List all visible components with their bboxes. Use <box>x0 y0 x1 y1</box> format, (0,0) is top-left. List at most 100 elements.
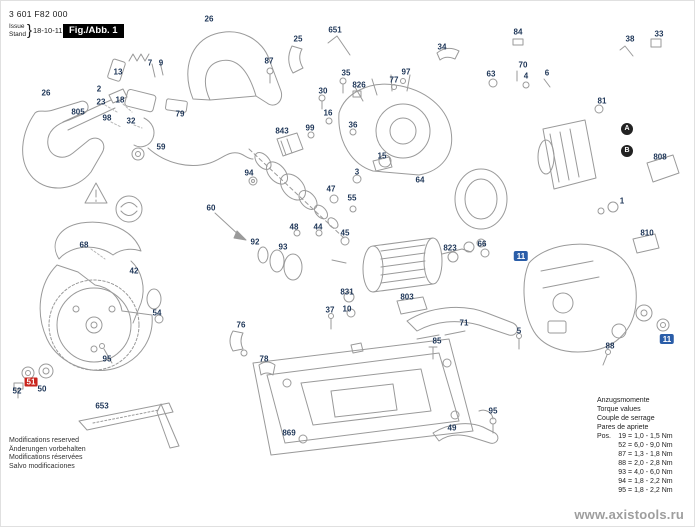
torque-pos: 88 <box>618 460 626 467</box>
torque-pos: 52 <box>618 442 626 449</box>
part-number-label: 42 <box>129 266 139 276</box>
torque-value: 1,3 - 1,8 Nm <box>634 451 673 458</box>
part-number-label: 66 <box>477 239 487 249</box>
part-number-label: 84 <box>513 27 523 37</box>
revision-date: 18-10-11 <box>33 26 63 35</box>
part-number-label: 808 <box>653 152 667 162</box>
torque-separator: = <box>628 478 633 485</box>
part-number-label: 869 <box>282 428 296 438</box>
torque-title-line: Couple de serrage <box>597 415 655 422</box>
part-number-label: 93 <box>278 242 288 252</box>
torque-pos: 93 <box>618 469 626 476</box>
part-number-label: 48 <box>289 222 299 232</box>
part-number-label: 18 <box>115 95 125 105</box>
part-number-label: 1 <box>619 196 625 206</box>
torque-pos-prefix <box>597 468 614 477</box>
torque-value: 2,0 - 2,8 Nm <box>634 460 673 467</box>
watermark: www.axistools.ru <box>574 507 684 522</box>
part-number-label: 35 <box>341 68 351 78</box>
part-number-label: 843 <box>275 126 289 136</box>
part-number-label: 831 <box>340 287 354 297</box>
part-number-label: 45 <box>340 228 350 238</box>
torque-entry: 52=6,0 - 9,0 Nm <box>597 441 673 450</box>
part-number-label: 99 <box>305 123 315 133</box>
part-number-label: 10 <box>342 304 352 314</box>
part-number-highlight: 11 <box>659 334 675 344</box>
part-number-label: 32 <box>126 116 136 126</box>
torque-separator: = <box>628 460 633 467</box>
part-number-label: 64 <box>415 175 425 185</box>
part-number-label: 95 <box>488 406 498 416</box>
note-line: Salvo modificaciones <box>9 462 75 470</box>
part-number-label: 76 <box>236 320 246 330</box>
torque-pos-prefix: Pos. <box>597 433 612 440</box>
torque-separator: = <box>628 433 633 440</box>
torque-pos-prefix <box>597 459 614 468</box>
part-number-label: 810 <box>640 228 654 238</box>
part-number-label: 49 <box>447 423 457 433</box>
part-number-highlight: 51 <box>24 377 38 387</box>
torque-entry: 87=1,3 - 1,8 Nm <box>597 450 673 459</box>
torque-separator: = <box>628 442 633 449</box>
part-number-label: 55 <box>347 193 357 203</box>
part-number-label: 33 <box>654 29 664 39</box>
figure-badge: Fig./Abb. 1 <box>63 24 124 38</box>
torque-value: 1,8 - 2,2 Nm <box>634 487 673 494</box>
part-number-label: 38 <box>625 34 635 44</box>
torque-pos: 94 <box>618 478 626 485</box>
torque-value: 6,0 - 9,0 Nm <box>634 442 673 449</box>
part-number-label: 50 <box>37 384 47 394</box>
torque-title-line: Torque values <box>597 406 641 413</box>
revision-block: Issue Stand } 18-10-11 <box>9 22 62 39</box>
part-number-label: 85 <box>432 336 442 346</box>
torque-separator: = <box>628 487 633 494</box>
part-number-label: 23 <box>96 97 106 107</box>
part-number-label: 70 <box>518 60 528 70</box>
part-number-label: 36 <box>348 120 358 130</box>
part-number-label: 52 <box>12 386 22 396</box>
part-number-label: 94 <box>244 168 254 178</box>
torque-entry: 93=4,0 - 6,0 Nm <box>597 468 672 477</box>
part-number-label: 823 <box>443 243 457 253</box>
part-number-label: 805 <box>71 107 85 117</box>
torque-pos-prefix <box>597 450 614 459</box>
torque-pos-prefix <box>597 441 614 450</box>
part-number-label: 6 <box>544 68 550 78</box>
stand-label: Stand <box>9 30 26 38</box>
part-number-label: 803 <box>400 292 414 302</box>
part-number-label: 3 <box>354 167 360 177</box>
note-line: Modifications reserved <box>9 437 80 444</box>
part-number-label: 34 <box>437 42 447 52</box>
part-number-label: 92 <box>250 237 260 247</box>
part-number-label: 7 <box>147 58 153 68</box>
part-number-label: 5 <box>516 326 522 336</box>
torque-entry: 94=1,8 - 2,2 Nm <box>597 477 673 486</box>
product-code: 3 601 F82 000 <box>9 9 68 19</box>
torque-pos-prefix <box>597 486 614 495</box>
part-number-label: 60 <box>206 203 216 213</box>
part-number-label: 26 <box>204 14 214 24</box>
part-number-label: 13 <box>113 67 123 77</box>
part-number-label: 9 <box>158 58 164 68</box>
part-number-label: 25 <box>293 34 303 44</box>
torque-value: 1,8 - 2,2 Nm <box>634 478 673 485</box>
torque-entry: 88=2,0 - 2,8 Nm <box>597 459 673 468</box>
torque-pos-prefix <box>597 477 614 486</box>
part-number-label: 44 <box>313 222 323 232</box>
part-number-label: 26 <box>41 88 51 98</box>
brace-glyph: } <box>27 22 33 39</box>
torque-title-line: Anzugsmomente <box>597 397 650 404</box>
torque-title-line: Pares de apriete <box>597 424 649 431</box>
note-line: Änderungen vorbehalten <box>9 445 86 453</box>
part-number-label: 651 <box>328 25 342 35</box>
part-number-label: 68 <box>79 240 89 250</box>
part-number-label: 95 <box>102 354 112 364</box>
torque-entry: Pos.19=1,0 - 1,5 Nm <box>597 432 673 441</box>
part-number-highlight: A <box>621 123 633 135</box>
part-number-label: 63 <box>486 69 496 79</box>
issue-label: Issue <box>9 22 25 30</box>
